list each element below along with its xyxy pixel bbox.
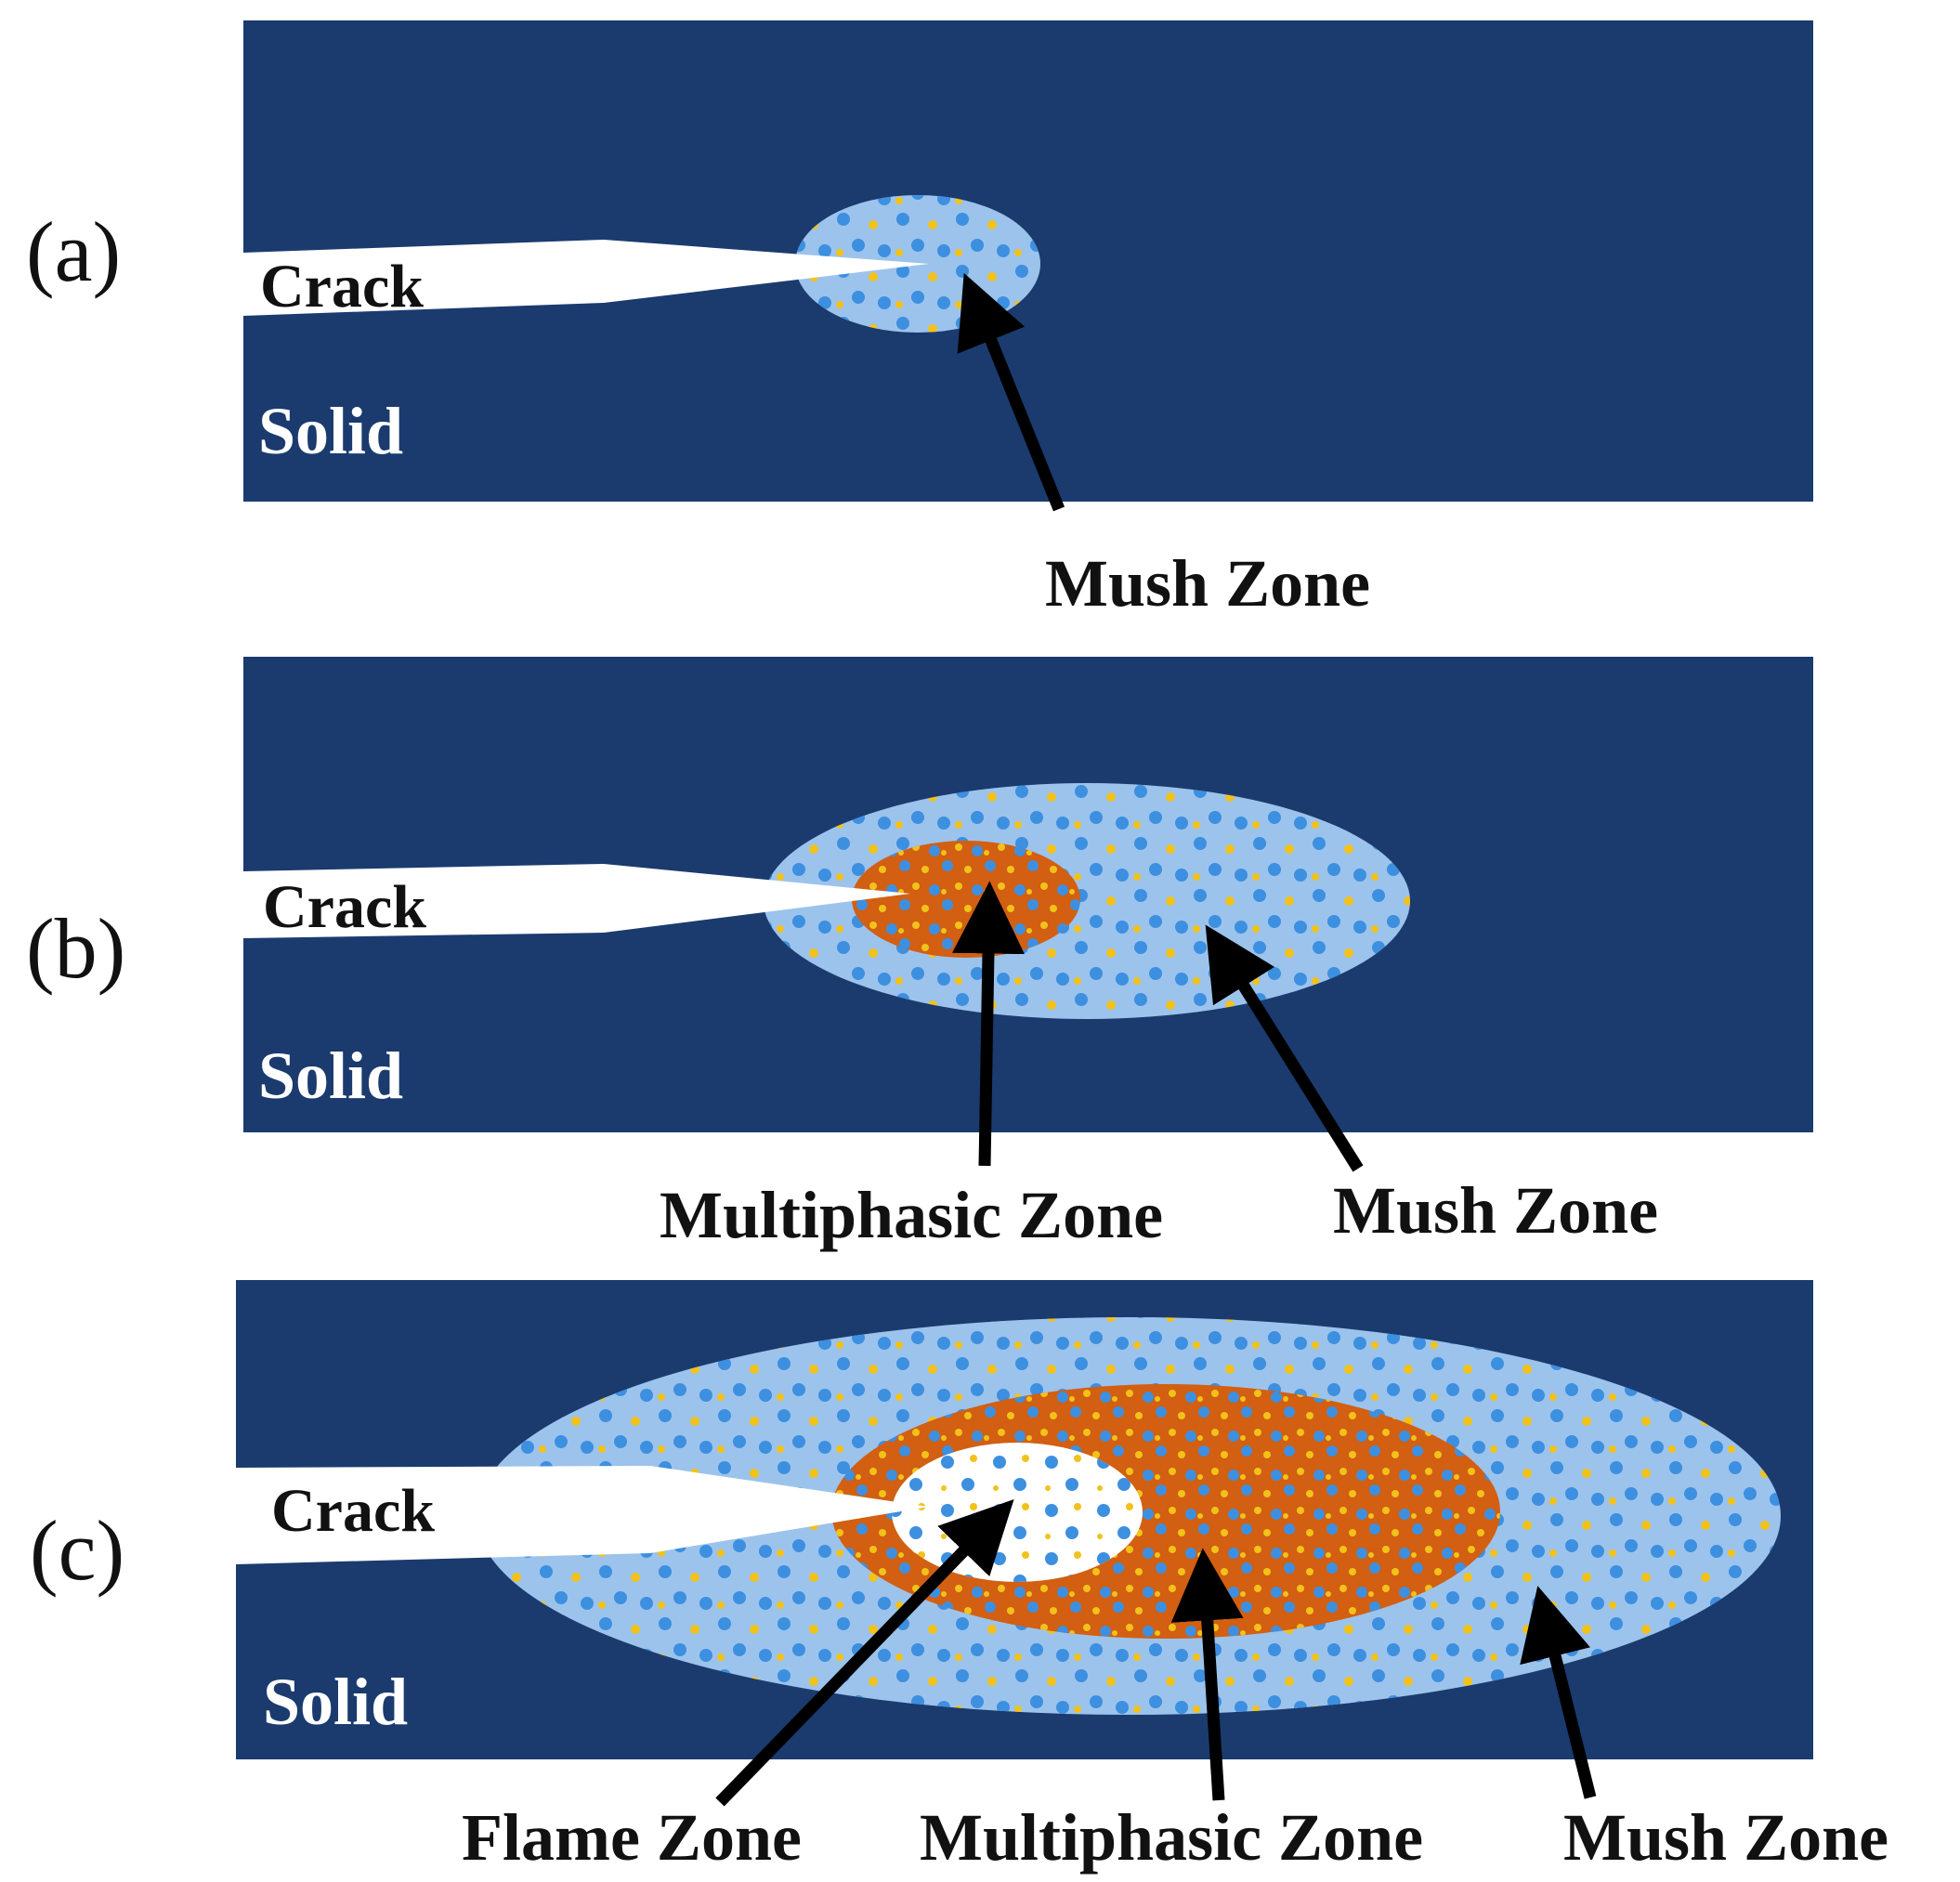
multiphasic-zone-dots: [852, 841, 1080, 958]
crack: [243, 240, 929, 316]
callout-flame-zone: Flame Zone: [462, 1800, 802, 1875]
crack-label: Crack: [263, 873, 426, 941]
callout-multiphasic-zone: Multiphasic Zone: [920, 1800, 1423, 1875]
solid-label: Solid: [258, 1039, 403, 1113]
panel-letter: (b): [26, 901, 125, 996]
callout-arrow: [951, 881, 1025, 1167]
callout-arrow: [1205, 924, 1364, 1172]
solid-label: Solid: [263, 1665, 408, 1739]
panel-c: Crack Solid (c) Flame Zone Multiphasic Z…: [30, 1280, 1888, 1875]
crack-label: Crack: [271, 1477, 435, 1545]
callout-mush-zone: Mush Zone: [1563, 1800, 1888, 1875]
callout-mush-zone: Mush Zone: [1045, 546, 1370, 621]
panel-a: Crack Solid (a) Mush Zone: [26, 20, 1813, 621]
callout-multiphasic-zone: Multiphasic Zone: [660, 1178, 1163, 1252]
crack: [236, 1466, 929, 1564]
callout-arrow: [957, 272, 1065, 512]
flame-zone-dots: [892, 1443, 1143, 1582]
callout-arrow: [715, 1499, 1014, 1807]
crack-label: Crack: [260, 253, 424, 320]
panel-b: Crack Solid (b) Multiphasic Zone Mush Zo…: [26, 657, 1813, 1252]
solid-label: Solid: [258, 394, 403, 468]
callout-arrow: [1520, 1586, 1597, 1799]
callout-mush-zone: Mush Zone: [1333, 1173, 1658, 1248]
crack: [243, 864, 910, 938]
panel-letter: (c): [30, 1503, 124, 1598]
callout-arrow: [1170, 1548, 1244, 1801]
panel-letter: (a): [26, 204, 121, 299]
